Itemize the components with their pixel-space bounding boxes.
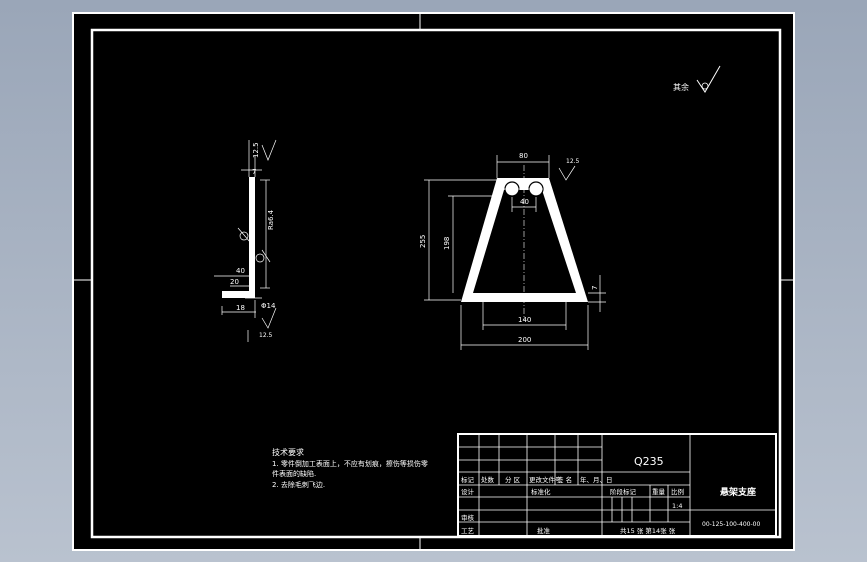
tb-stage: 阶段标记: [610, 487, 637, 496]
tb-sheet-info: 共15 张 第14张 张: [620, 526, 676, 535]
tb-material: Q235: [634, 455, 664, 468]
side-view-leg: [249, 177, 255, 295]
tb-drawing-no: 00-125-100-400-00: [702, 521, 760, 528]
dim-front-top-width: 80: [519, 152, 528, 160]
general-roughness-note: 其余: [673, 65, 721, 93]
tb-mark: 标记: [461, 475, 475, 484]
tb-zone: 分 区: [505, 475, 521, 484]
tb-weight: 重量: [652, 488, 666, 496]
roughness-symbol-icon: [696, 65, 721, 93]
tb-design: 设计: [461, 487, 475, 496]
tech-req-line-2: 件表面的缺陷.: [272, 469, 316, 478]
dim-side-dia: Φ14: [261, 302, 276, 310]
dim-front-base-width: 200: [518, 336, 531, 344]
side-view-foot: [222, 291, 255, 298]
tb-change-doc: 更改文件号: [529, 475, 562, 484]
tb-standard: 标准化: [531, 487, 551, 496]
tb-part-name: 悬架支座: [719, 486, 756, 498]
tech-req-line-3: 2. 去除毛刺飞边.: [272, 480, 325, 489]
dim-side-bottom-roughness: 12.5: [259, 332, 273, 339]
tb-review: 审核: [461, 513, 475, 522]
centering-marks: [74, 14, 793, 549]
dim-front-inner-width: 140: [518, 316, 531, 324]
dim-front-inner-height: 198: [443, 237, 451, 250]
tech-requirements: 技术要求 1. 零件倒加工表面上，不应有划痕，擦伤等损伤零 件表面的缺陷. 2.…: [272, 447, 428, 489]
trapezoid-inner: [473, 190, 576, 293]
tb-signature: 签 名: [557, 475, 572, 484]
dim-front-base-thickness: 7: [591, 286, 599, 290]
tech-req-title: 技术要求: [272, 447, 304, 457]
dim-side-height: Ra6.4: [267, 209, 275, 230]
tech-req-line-1: 1. 零件倒加工表面上，不应有划痕，擦伤等损伤零: [272, 459, 428, 468]
dim-front-top-roughness: 12.5: [566, 158, 580, 165]
title-block: 标记 处数 分 区 更改文件号 签 名 年、月、日 设计 标准化 阶段标记 重量…: [457, 433, 777, 537]
dim-side-flange: 20: [230, 278, 239, 286]
tb-scale-value: 1:4: [672, 502, 682, 510]
tb-process: 工艺: [461, 527, 475, 535]
tb-count: 处数: [481, 475, 495, 484]
dim-front-total-height: 255: [419, 235, 427, 248]
dim-side-thickness: 7: [252, 168, 256, 176]
tb-date: 年、月、日: [580, 475, 613, 484]
tb-approve: 批准: [537, 526, 551, 535]
dim-front-hole-spacing: 40: [520, 198, 529, 206]
inner-frame: [90, 28, 782, 539]
dim-side-top-roughness: 12.5: [252, 142, 260, 158]
side-view: 12.5 7 Ra6.4 40 20 18 Φ14 12.5: [214, 139, 277, 342]
dim-side-hole: 40: [236, 267, 245, 275]
roughness-note-text: 其余: [673, 82, 689, 92]
tb-scale-label: 比例: [671, 487, 684, 496]
dim-side-bottom: 18: [236, 304, 245, 312]
front-view: 80 12.5 40 255 198 7 140 200: [419, 152, 606, 350]
